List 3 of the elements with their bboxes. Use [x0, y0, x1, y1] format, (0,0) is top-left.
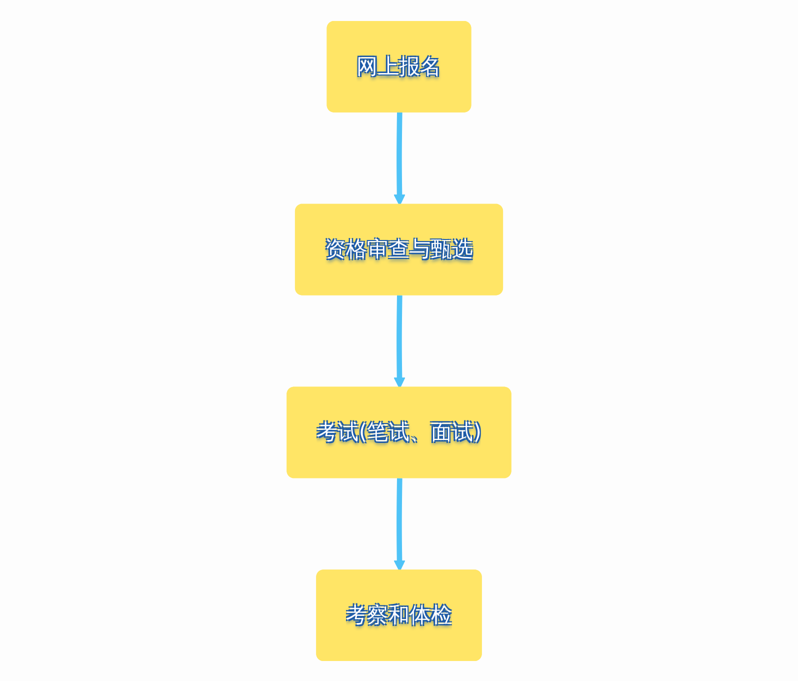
arrow: [394, 294, 406, 388]
arrow: [394, 478, 406, 571]
arrow: [394, 112, 406, 206]
